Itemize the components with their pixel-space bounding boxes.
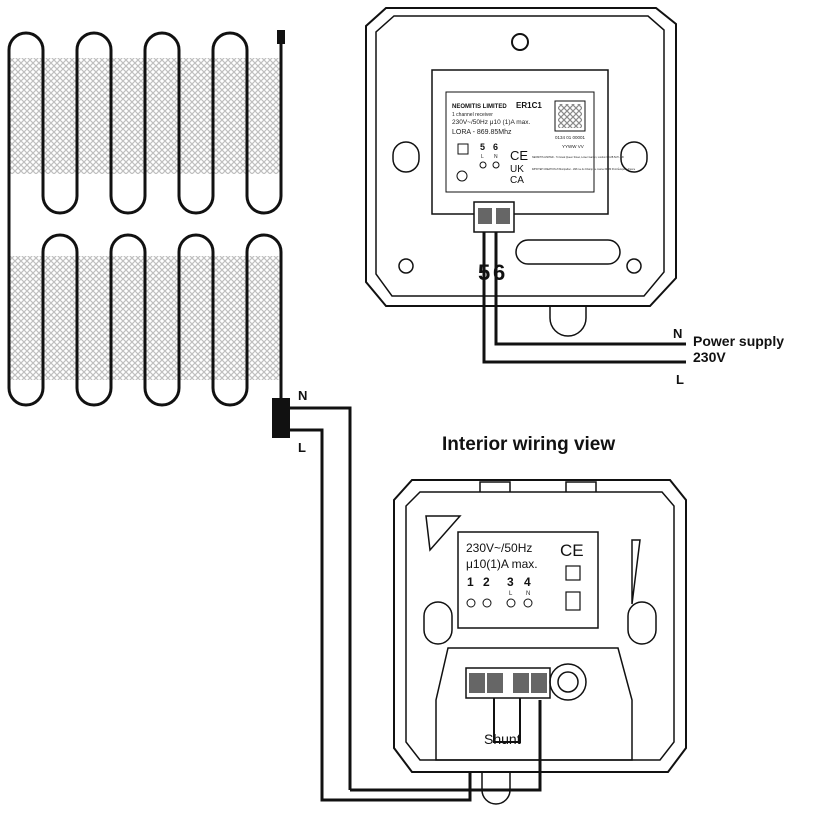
thermostat-n-wire [350, 700, 542, 792]
thermostat-terminal-screw-1 [469, 673, 485, 693]
thermostat-top-notch [479, 481, 597, 492]
qr-code-pattern [558, 104, 582, 128]
receiver-terminal-5-icon [479, 161, 487, 169]
supply-l-label: L [676, 372, 684, 387]
supply-n-label: N [673, 326, 682, 341]
heater-n-wire [290, 406, 352, 790]
thermostat-sensor-inner [557, 671, 579, 693]
thermostat-terminal-3-sub: L [509, 591, 513, 597]
receiver-brand: NEOMITIS LIMITED [452, 104, 507, 110]
receiver-unit: NEOMITIS LIMITED ER1C1 1 channel receive… [365, 7, 677, 337]
thermostat-left-triangle [425, 515, 462, 552]
heater-n-label: N [298, 388, 307, 403]
supply-l-wire [482, 232, 686, 364]
receiver-housing-inner [375, 15, 665, 297]
thermostat-terminal-2-icon [482, 598, 492, 608]
receiver-address: NEOMITIS LIMITED - 74 Great Queen Street… [532, 156, 624, 159]
thermostat-unit: 230V~/50Hz μ10(1)A max. CE 1 2 3 4 L N S… [393, 479, 687, 805]
shunt-wire [493, 698, 521, 743]
thermostat-sensor-outer [549, 663, 587, 701]
thermostat-rating-line1: 230V~/50Hz [466, 541, 532, 555]
receiver-left-slot [392, 141, 420, 173]
interior-wiring-title: Interior wiring view [442, 434, 615, 455]
thermostat-terminal-4: 4 [524, 575, 531, 589]
receiver-code: 0134 01 00001 [555, 135, 586, 140]
thermostat-terminal-1: 1 [467, 575, 474, 589]
receiver-terminal-5: 5 [480, 142, 485, 152]
thermostat-terminal-3-icon [506, 598, 516, 608]
receiver-terminal-6-icon [492, 161, 500, 169]
cold-tail-junction [272, 398, 290, 438]
thermostat-right-bar [631, 539, 641, 605]
thermostat-ce-mark: CE [560, 541, 584, 560]
supply-wires [482, 232, 686, 364]
supply-label-line1: Power supply [693, 333, 784, 349]
thermostat-terminal-screw-3 [513, 673, 529, 693]
heating-mat [7, 30, 290, 438]
thermostat-bottom-tab [481, 772, 511, 805]
heater-l-label: L [298, 440, 306, 455]
thermostat-weee-icon [565, 591, 581, 611]
receiver-terminal-6-sub: N [494, 154, 498, 160]
thermostat-terminal-bay [435, 647, 633, 761]
receiver-terminal-screw-6 [496, 208, 510, 224]
receiver-ukca-top: UK [510, 164, 524, 175]
receiver-subtitle: 1 channel receiver [452, 112, 493, 118]
supply-label-line2: 230V [693, 349, 726, 365]
thermostat-wires [350, 700, 542, 792]
thermostat-terminal-1-icon [466, 598, 476, 608]
receiver-left-screw [398, 258, 414, 274]
receiver-terminal-5-sub: L [481, 154, 484, 160]
thermostat-terminal-4-sub: N [526, 591, 530, 597]
thermostat-left-slot [423, 601, 453, 645]
receiver-right-screw [626, 258, 642, 274]
receiver-bottom-tab [549, 306, 587, 337]
receiver-model: ER1C1 [516, 101, 542, 110]
thermostat-terminal-4-icon [523, 598, 533, 608]
receiver-terminal-screw-5 [478, 208, 492, 224]
receiver-bottom-cutout [515, 239, 621, 265]
thermostat-right-slot [627, 601, 657, 645]
shunt-label: Shunt [484, 731, 521, 747]
cable-end-cap [277, 30, 285, 44]
receiver-radio: LORA - 869.85Mhz [452, 129, 512, 136]
thermostat-terminal-screw-4 [531, 673, 547, 693]
receiver-right-slot [620, 141, 648, 173]
receiver-label-inner [445, 91, 595, 193]
receiver-terminal-6: 6 [493, 142, 498, 152]
receiver-ce-mark: CE [510, 148, 528, 163]
receiver-date-code: YYWW VV [562, 144, 584, 149]
thermostat-housing-inner [405, 491, 675, 761]
environment-icon [456, 170, 468, 182]
receiver-top-screw [511, 33, 529, 51]
receiver-ukca-bottom: CA [510, 175, 524, 186]
supply-n-wire [494, 232, 686, 346]
heating-cable [7, 31, 283, 407]
thermostat-rating-line2: μ10(1)A max. [466, 557, 538, 571]
double-insulation-icon [457, 143, 469, 155]
receiver-label-panel [431, 69, 609, 215]
thermostat-double-insulation-icon [565, 565, 581, 581]
receiver-address-2: IMHOTEP CREATION ZI Montpellier - 298 ru… [532, 168, 636, 171]
receiver-rating: 230V~/50Hz μ10 (1)A max. [452, 119, 531, 126]
thermostat-terminal-3: 3 [507, 575, 514, 589]
thermostat-terminal-screw-2 [487, 673, 503, 693]
thermostat-terminal-2: 2 [483, 575, 490, 589]
